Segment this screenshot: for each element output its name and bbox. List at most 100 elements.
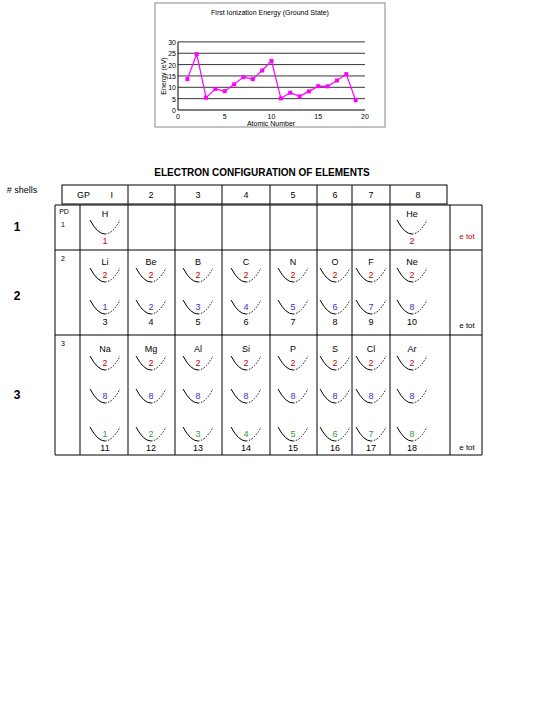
group-header: 5	[290, 191, 295, 200]
atomic-number: 4	[148, 318, 153, 327]
shell-electrons: 1	[102, 430, 107, 439]
element-symbol: P	[290, 345, 296, 354]
data-point	[251, 77, 255, 81]
data-point	[232, 82, 236, 86]
y-tick-label: 25	[168, 50, 176, 57]
y-tick-label: 30	[168, 38, 176, 45]
shell-electrons: 2	[290, 271, 295, 280]
shell-arc	[90, 220, 105, 234]
shell-electrons: 2	[332, 359, 337, 368]
y-tick-label: 20	[168, 61, 176, 68]
atomic-number: 15	[288, 444, 298, 453]
shell-electrons: 2	[243, 271, 248, 280]
data-point	[354, 98, 358, 102]
shell-electrons: 1	[102, 237, 107, 246]
x-tick-label: 10	[268, 113, 276, 120]
data-point	[223, 89, 227, 93]
chart-title: First Ionization Energy (Ground State)	[211, 9, 329, 16]
shell-electrons: 2	[332, 271, 337, 280]
shell-electrons: 2	[409, 359, 414, 368]
data-point	[279, 96, 283, 100]
grid-line	[178, 75, 365, 76]
period-heading: PD	[59, 208, 69, 215]
shell-electrons: 2	[409, 271, 414, 280]
element-symbol: C	[243, 258, 250, 267]
group-header: 4	[243, 191, 248, 200]
grid-line	[178, 53, 365, 54]
shell-electrons: 4	[243, 303, 248, 312]
atomic-number: 7	[290, 318, 295, 327]
element-symbol: H	[102, 210, 109, 219]
group-header: GP I	[77, 191, 113, 200]
atomic-number: 3	[102, 318, 107, 327]
shell-electrons: 2	[368, 271, 373, 280]
atomic-number: 18	[407, 444, 417, 453]
shell-count: 3	[14, 389, 21, 401]
shell-electrons: 3	[195, 430, 200, 439]
data-point	[326, 84, 330, 88]
element-symbol: B	[195, 258, 201, 267]
shell-electrons: 8	[409, 430, 414, 439]
shell-electrons: 8	[148, 392, 153, 401]
y-axis-title: Energy (eV)	[160, 57, 167, 94]
element-symbol: F	[368, 258, 374, 267]
element-symbol: Al	[194, 345, 202, 354]
data-point	[344, 72, 348, 76]
y-tick-label: 10	[168, 84, 176, 91]
data-point	[298, 94, 302, 98]
data-point	[260, 69, 264, 73]
e-tot-label: e tot	[459, 233, 475, 241]
element-symbol: Ar	[408, 345, 417, 354]
y-tick-label: 5	[172, 95, 176, 102]
grid-line	[178, 41, 365, 42]
shell-electrons: 1	[102, 303, 107, 312]
atomic-number: 14	[241, 444, 251, 453]
atomic-number: 10	[407, 318, 417, 327]
group-header: 6	[332, 191, 337, 200]
data-point	[185, 77, 189, 81]
data-point	[204, 96, 208, 100]
shell-electrons: 7	[368, 430, 373, 439]
element-symbol: O	[331, 258, 338, 267]
shell-electrons: 2	[148, 271, 153, 280]
chart-frame	[155, 3, 385, 127]
period-number: 2	[61, 255, 65, 262]
grid-line	[178, 64, 365, 65]
atomic-number: 13	[193, 444, 203, 453]
shell-electrons: 8	[409, 303, 414, 312]
x-tick-label: 20	[361, 113, 369, 120]
data-line	[187, 54, 355, 100]
atomic-number: 5	[195, 318, 200, 327]
x-axis	[178, 110, 365, 111]
element-symbol: Li	[101, 258, 108, 267]
shells-heading: # shells	[7, 186, 38, 195]
element-symbol: S	[332, 345, 338, 354]
shell-electrons: 5	[290, 303, 295, 312]
atomic-number: 12	[146, 444, 156, 453]
shell-electrons: 6	[332, 430, 337, 439]
atomic-number: 6	[243, 318, 248, 327]
shell-electrons: 7	[368, 303, 373, 312]
data-point	[335, 78, 339, 82]
group-header: 8	[415, 191, 420, 200]
shell-electrons: 2	[148, 430, 153, 439]
shell-electrons: 8	[332, 392, 337, 401]
data-point	[288, 91, 292, 95]
shell-count: 2	[14, 290, 21, 302]
group-header: 2	[148, 191, 153, 200]
shell-electrons: 2	[102, 359, 107, 368]
period-number: 3	[61, 340, 65, 347]
shell-electrons: 2	[195, 359, 200, 368]
shell-electrons: 8	[102, 392, 107, 401]
shell-electrons: 2	[195, 271, 200, 280]
table-heading: ELECTRON CONFIGURATION OF ELEMENTS	[154, 168, 369, 178]
atomic-number: 11	[100, 444, 109, 453]
y-tick-label: 0	[172, 107, 176, 114]
shell-electrons: 4	[243, 430, 248, 439]
shell-electrons: 8	[290, 392, 295, 401]
element-symbol: Na	[99, 345, 111, 354]
shell-electrons: 2	[148, 303, 153, 312]
shell-electrons: 2	[102, 271, 107, 280]
